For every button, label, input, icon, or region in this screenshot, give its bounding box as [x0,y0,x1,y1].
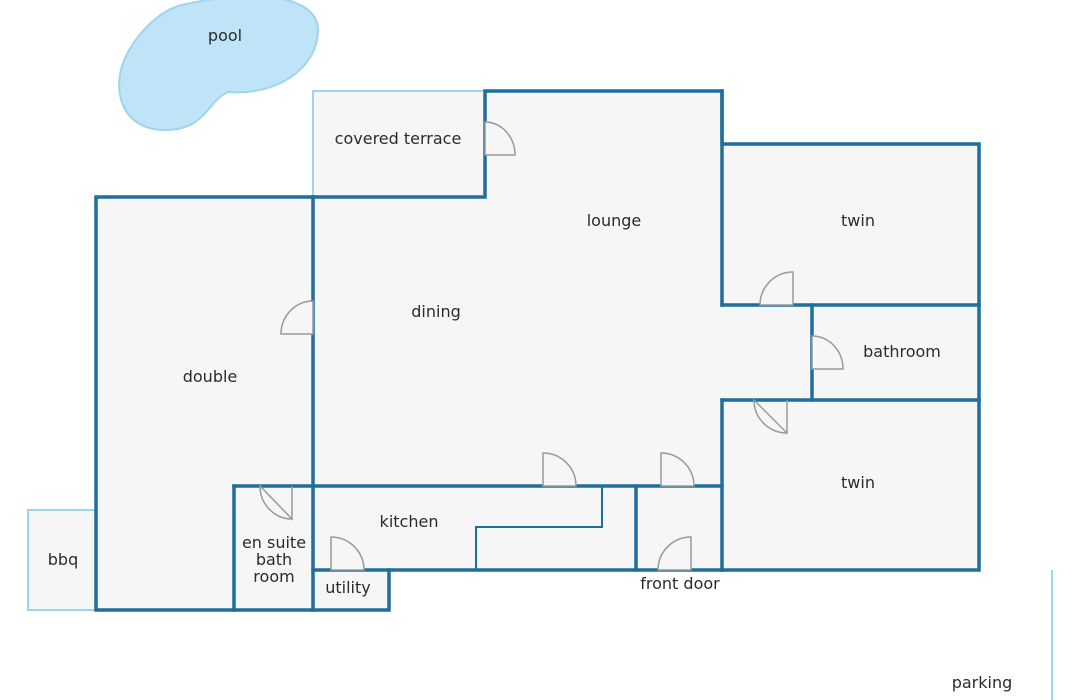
floor-utility [313,570,389,610]
label-en-suite-2: bath [256,550,292,569]
label-bbq: bbq [48,550,78,569]
label-parking: parking [952,673,1013,692]
door-hall[interactable] [660,452,695,487]
floor-lounge-dining [313,91,812,486]
terrace-open-wall [312,90,485,197]
pool-shape [118,0,320,132]
label-twin-bottom: twin [841,473,875,492]
label-pool: pool [208,26,242,45]
floor-bbq [28,510,96,610]
door-bathroom[interactable] [811,335,844,370]
door-front[interactable] [657,536,692,571]
floor-twin-top [722,144,979,305]
floor-twin-bottom [722,400,979,570]
wall-double [94,195,724,612]
label-kitchen: kitchen [380,512,439,531]
door-kitchen[interactable] [542,452,577,487]
label-en-suite-1: en suite [242,533,306,552]
label-twin-top: twin [841,211,875,230]
kitchen-counter [475,486,603,570]
door-twin-bottom[interactable] [753,398,788,435]
door-ensuite[interactable] [259,484,293,521]
floor-double [96,197,313,610]
door-dining-double[interactable] [280,300,314,335]
bbq-wall [27,509,96,611]
floor-covered-terrace [313,91,485,197]
label-en-suite-3: room [253,567,294,586]
label-front-door: front door [640,574,720,593]
label-lounge: lounge [587,211,642,230]
label-covered-terrace: covered terrace [335,129,462,148]
floor-bathroom [812,305,979,400]
label-double: double [183,367,238,386]
door-utility[interactable] [330,536,365,571]
label-bathroom: bathroom [863,342,941,361]
door-twin-top[interactable] [759,271,794,306]
label-dining: dining [411,302,460,321]
door-terrace[interactable] [484,121,516,156]
label-utility: utility [325,578,371,597]
